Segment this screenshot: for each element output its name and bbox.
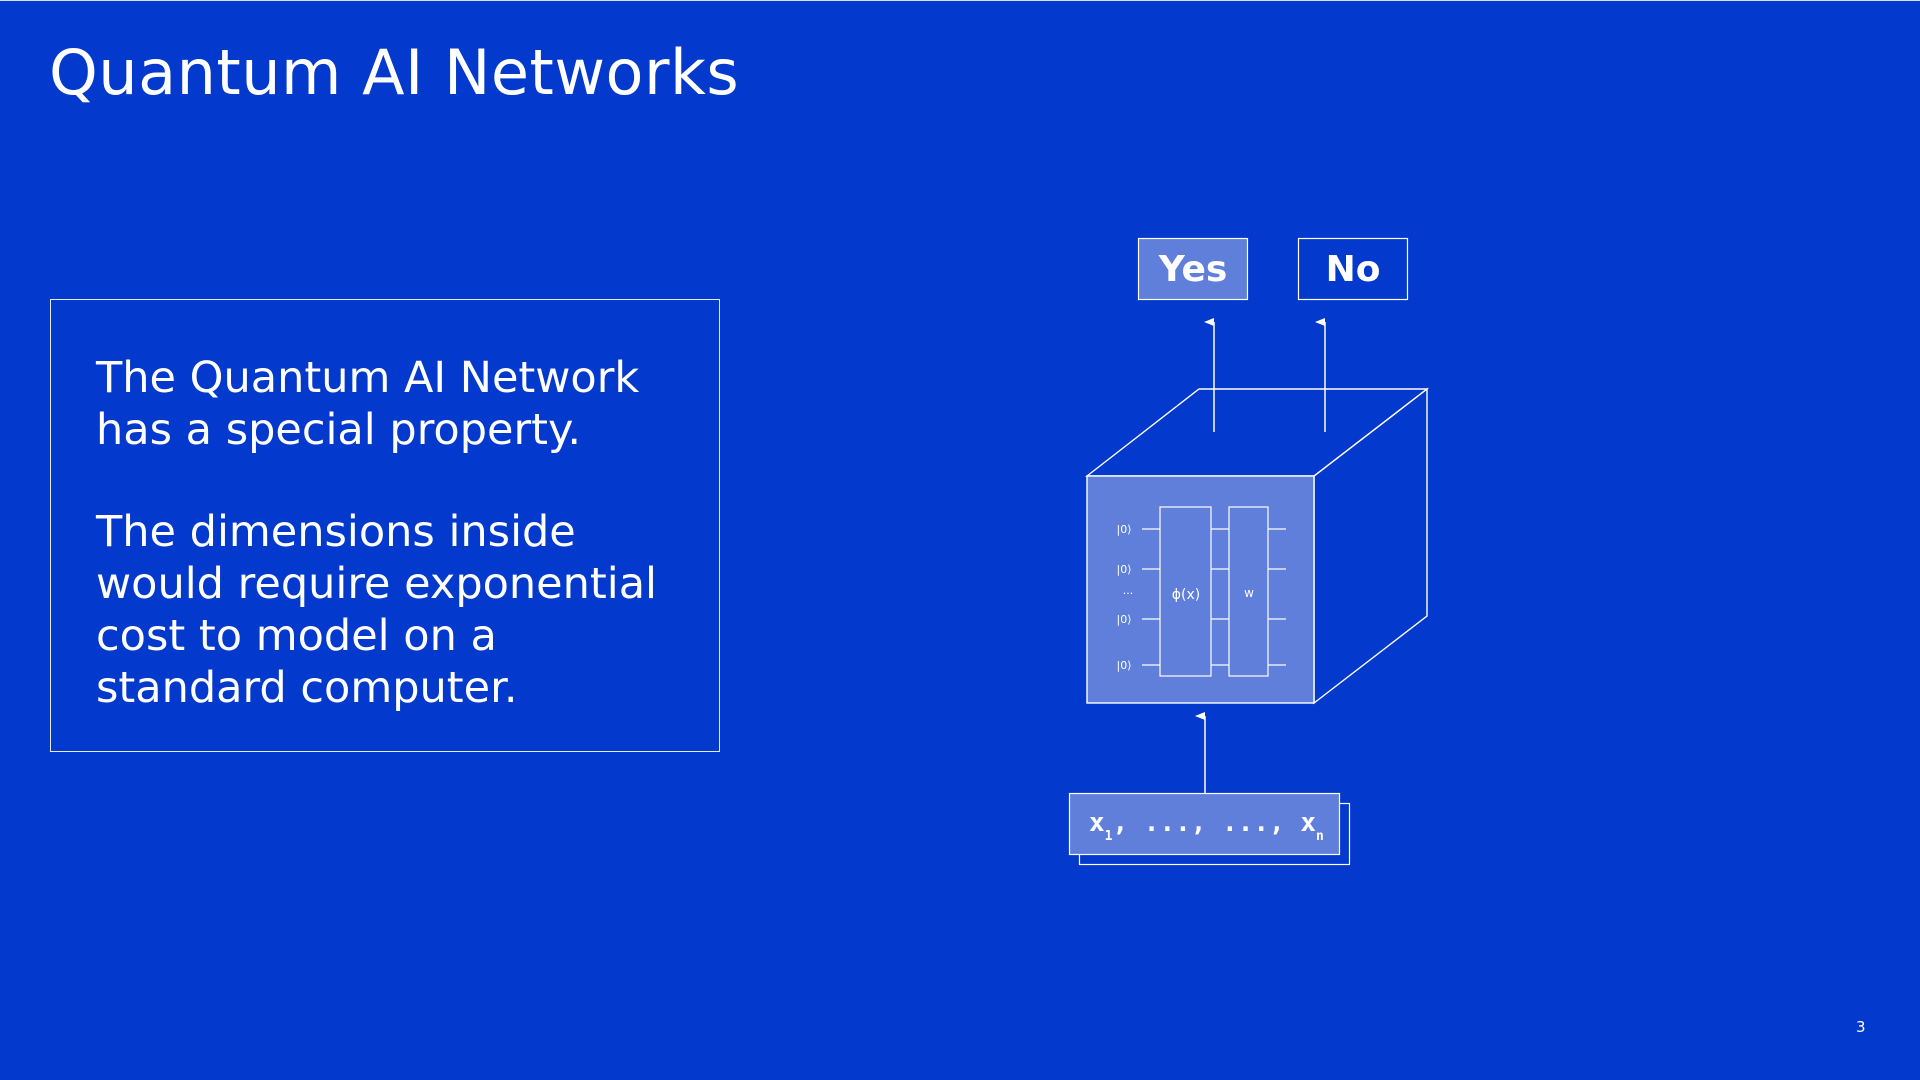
yes-label: Yes	[1158, 249, 1228, 290]
qubit-ellipsis: ···	[1123, 587, 1134, 600]
top-rule	[0, 0, 1920, 1]
input-vector-label: x1, ..., ..., xn	[1089, 808, 1324, 844]
description-paragraph-2: The dimensions inside would require expo…	[96, 507, 657, 713]
qubit-label-2: |0⟩	[1117, 563, 1132, 576]
no-output-box: No	[1297, 237, 1409, 301]
qubit-label-4: |0⟩	[1117, 659, 1132, 672]
qubit-label-1: |0⟩	[1117, 523, 1132, 536]
circuit-panel: |0⟩ |0⟩ ··· |0⟩ |0⟩ ϕ(x) w	[1086, 475, 1315, 704]
description-box: The Quantum AI Network has a special pro…	[50, 299, 720, 752]
qubit-label-3: |0⟩	[1117, 613, 1132, 626]
feature-map-label: ϕ(x)	[1172, 587, 1200, 603]
weights-gate	[1228, 506, 1269, 677]
weights-label: w	[1244, 586, 1254, 600]
input-data-stack: x1, ..., ..., xn	[1068, 792, 1351, 866]
page-number: 3	[1856, 1018, 1866, 1036]
description-paragraph-1: The Quantum AI Network has a special pro…	[96, 353, 640, 455]
feature-map-gate	[1159, 506, 1212, 677]
yes-output-box: Yes	[1137, 237, 1249, 301]
no-label: No	[1326, 249, 1381, 290]
slide-title: Quantum AI Networks	[49, 36, 740, 109]
